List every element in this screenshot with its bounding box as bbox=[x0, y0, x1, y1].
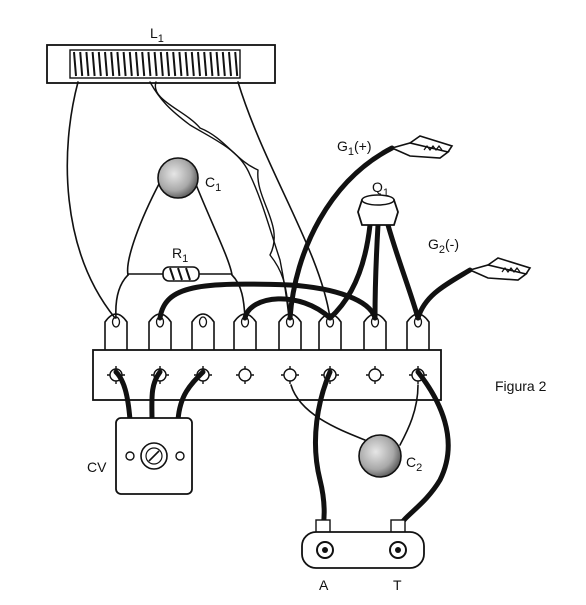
coil-winding bbox=[221, 51, 226, 77]
r1-label: R1 bbox=[172, 245, 188, 265]
resistor-r1: R1 bbox=[128, 245, 232, 282]
coil-winding bbox=[91, 51, 96, 77]
coil-winding bbox=[153, 51, 158, 77]
cv-label: CV bbox=[87, 459, 107, 475]
terminal-lug bbox=[191, 313, 215, 352]
terminal-base bbox=[92, 349, 442, 401]
wires-thin bbox=[66, 81, 419, 446]
coil-winding bbox=[122, 51, 127, 77]
coil-winding bbox=[128, 51, 133, 77]
coil-winding bbox=[79, 51, 84, 77]
cv-leads bbox=[113, 369, 206, 423]
coil-winding bbox=[215, 51, 220, 77]
coil-winding bbox=[228, 51, 232, 77]
coil-winding bbox=[141, 51, 146, 77]
q1-label: Q1 bbox=[372, 179, 389, 199]
coil-winding bbox=[104, 51, 108, 77]
capacitor-c2: C2 bbox=[358, 434, 422, 478]
twisted-wire bbox=[149, 81, 292, 319]
coil-winding bbox=[147, 51, 152, 77]
coil-winding bbox=[190, 51, 195, 77]
coil-winding bbox=[85, 51, 90, 77]
coil-winding bbox=[172, 51, 177, 77]
coil-winding bbox=[73, 51, 77, 77]
coil-winding bbox=[234, 51, 239, 77]
terminal-rivet bbox=[366, 366, 384, 384]
terminal-rivet bbox=[236, 366, 254, 384]
terminal-strip bbox=[92, 313, 442, 401]
coil-winding bbox=[116, 51, 121, 77]
terminal-rivet bbox=[281, 366, 299, 384]
coil-winding bbox=[110, 51, 115, 77]
alligator-clip-g2: G2(-) bbox=[428, 236, 532, 281]
coil-label: L1 bbox=[150, 25, 164, 45]
wires-thick bbox=[157, 145, 473, 531]
g2-label: G2(-) bbox=[428, 236, 459, 256]
coil-winding bbox=[159, 51, 164, 77]
c2-label: C2 bbox=[406, 454, 422, 474]
coil-winding bbox=[184, 51, 189, 77]
coil-winding bbox=[178, 51, 183, 77]
coil-winding bbox=[97, 51, 102, 77]
output-terminal-block: A T bbox=[301, 519, 425, 593]
transistor-q1: Q1 bbox=[357, 179, 399, 226]
coil-winding bbox=[209, 51, 214, 77]
coil-winding bbox=[135, 51, 139, 77]
coil-winding bbox=[166, 51, 170, 77]
g1-label: G1(+) bbox=[337, 138, 372, 158]
figure-caption: Figura 2 bbox=[495, 378, 547, 394]
coil-winding bbox=[197, 51, 201, 77]
alligator-clip-g1: G1(+) bbox=[337, 135, 454, 159]
capacitor-c1: C1 bbox=[157, 157, 221, 199]
c1-label: C1 bbox=[205, 174, 221, 194]
coil-winding bbox=[203, 51, 208, 77]
output-a-label: A bbox=[319, 577, 329, 593]
coil-l1: L1 bbox=[46, 25, 276, 84]
variable-capacitor-cv: CV bbox=[87, 417, 193, 495]
output-t-label: T bbox=[393, 577, 402, 593]
